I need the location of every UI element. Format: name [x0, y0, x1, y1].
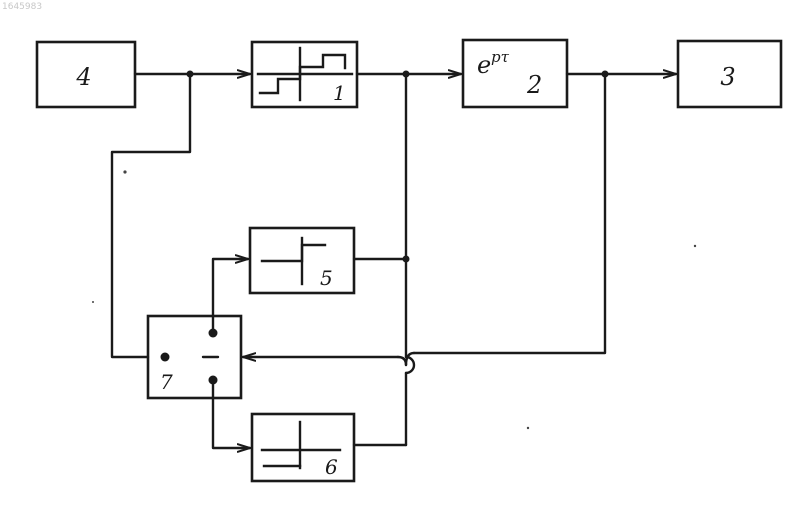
- block-6: 6: [252, 414, 354, 481]
- block-3-label: 3: [720, 63, 735, 91]
- block-2-formula-exp: pτ: [491, 48, 510, 66]
- block-2-label: 2: [526, 71, 542, 99]
- block-1-label: 1: [333, 81, 346, 105]
- file-number: 1645983: [2, 2, 42, 12]
- block-1: 1: [252, 42, 357, 107]
- block-4: 4: [37, 42, 135, 107]
- block-6-label: 6: [325, 455, 338, 479]
- block-7: 7: [148, 316, 241, 398]
- block-5-label: 5: [320, 266, 333, 290]
- block-2: e pτ 2: [463, 40, 567, 107]
- block-2-formula-base: e: [477, 51, 491, 79]
- block-4-label: 4: [75, 63, 91, 91]
- block-3: 3: [678, 41, 781, 107]
- block-5: 5: [250, 228, 354, 293]
- block-7-label: 7: [160, 370, 173, 394]
